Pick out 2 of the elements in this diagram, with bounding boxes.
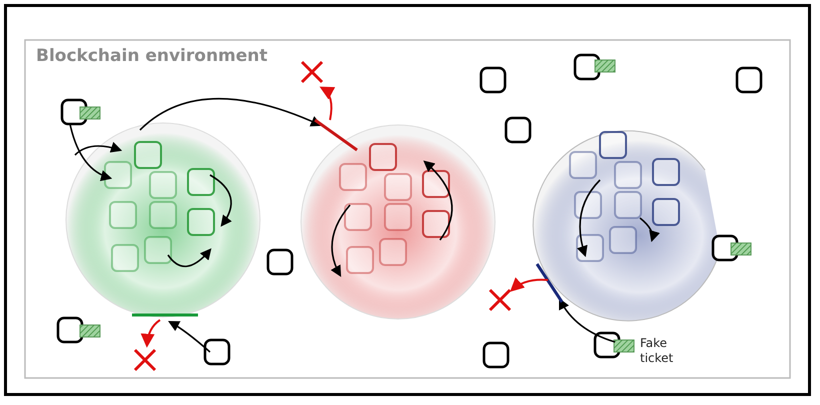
annotation-label: Fake ticket [640, 336, 674, 366]
title: Blockchain environment [36, 46, 268, 66]
